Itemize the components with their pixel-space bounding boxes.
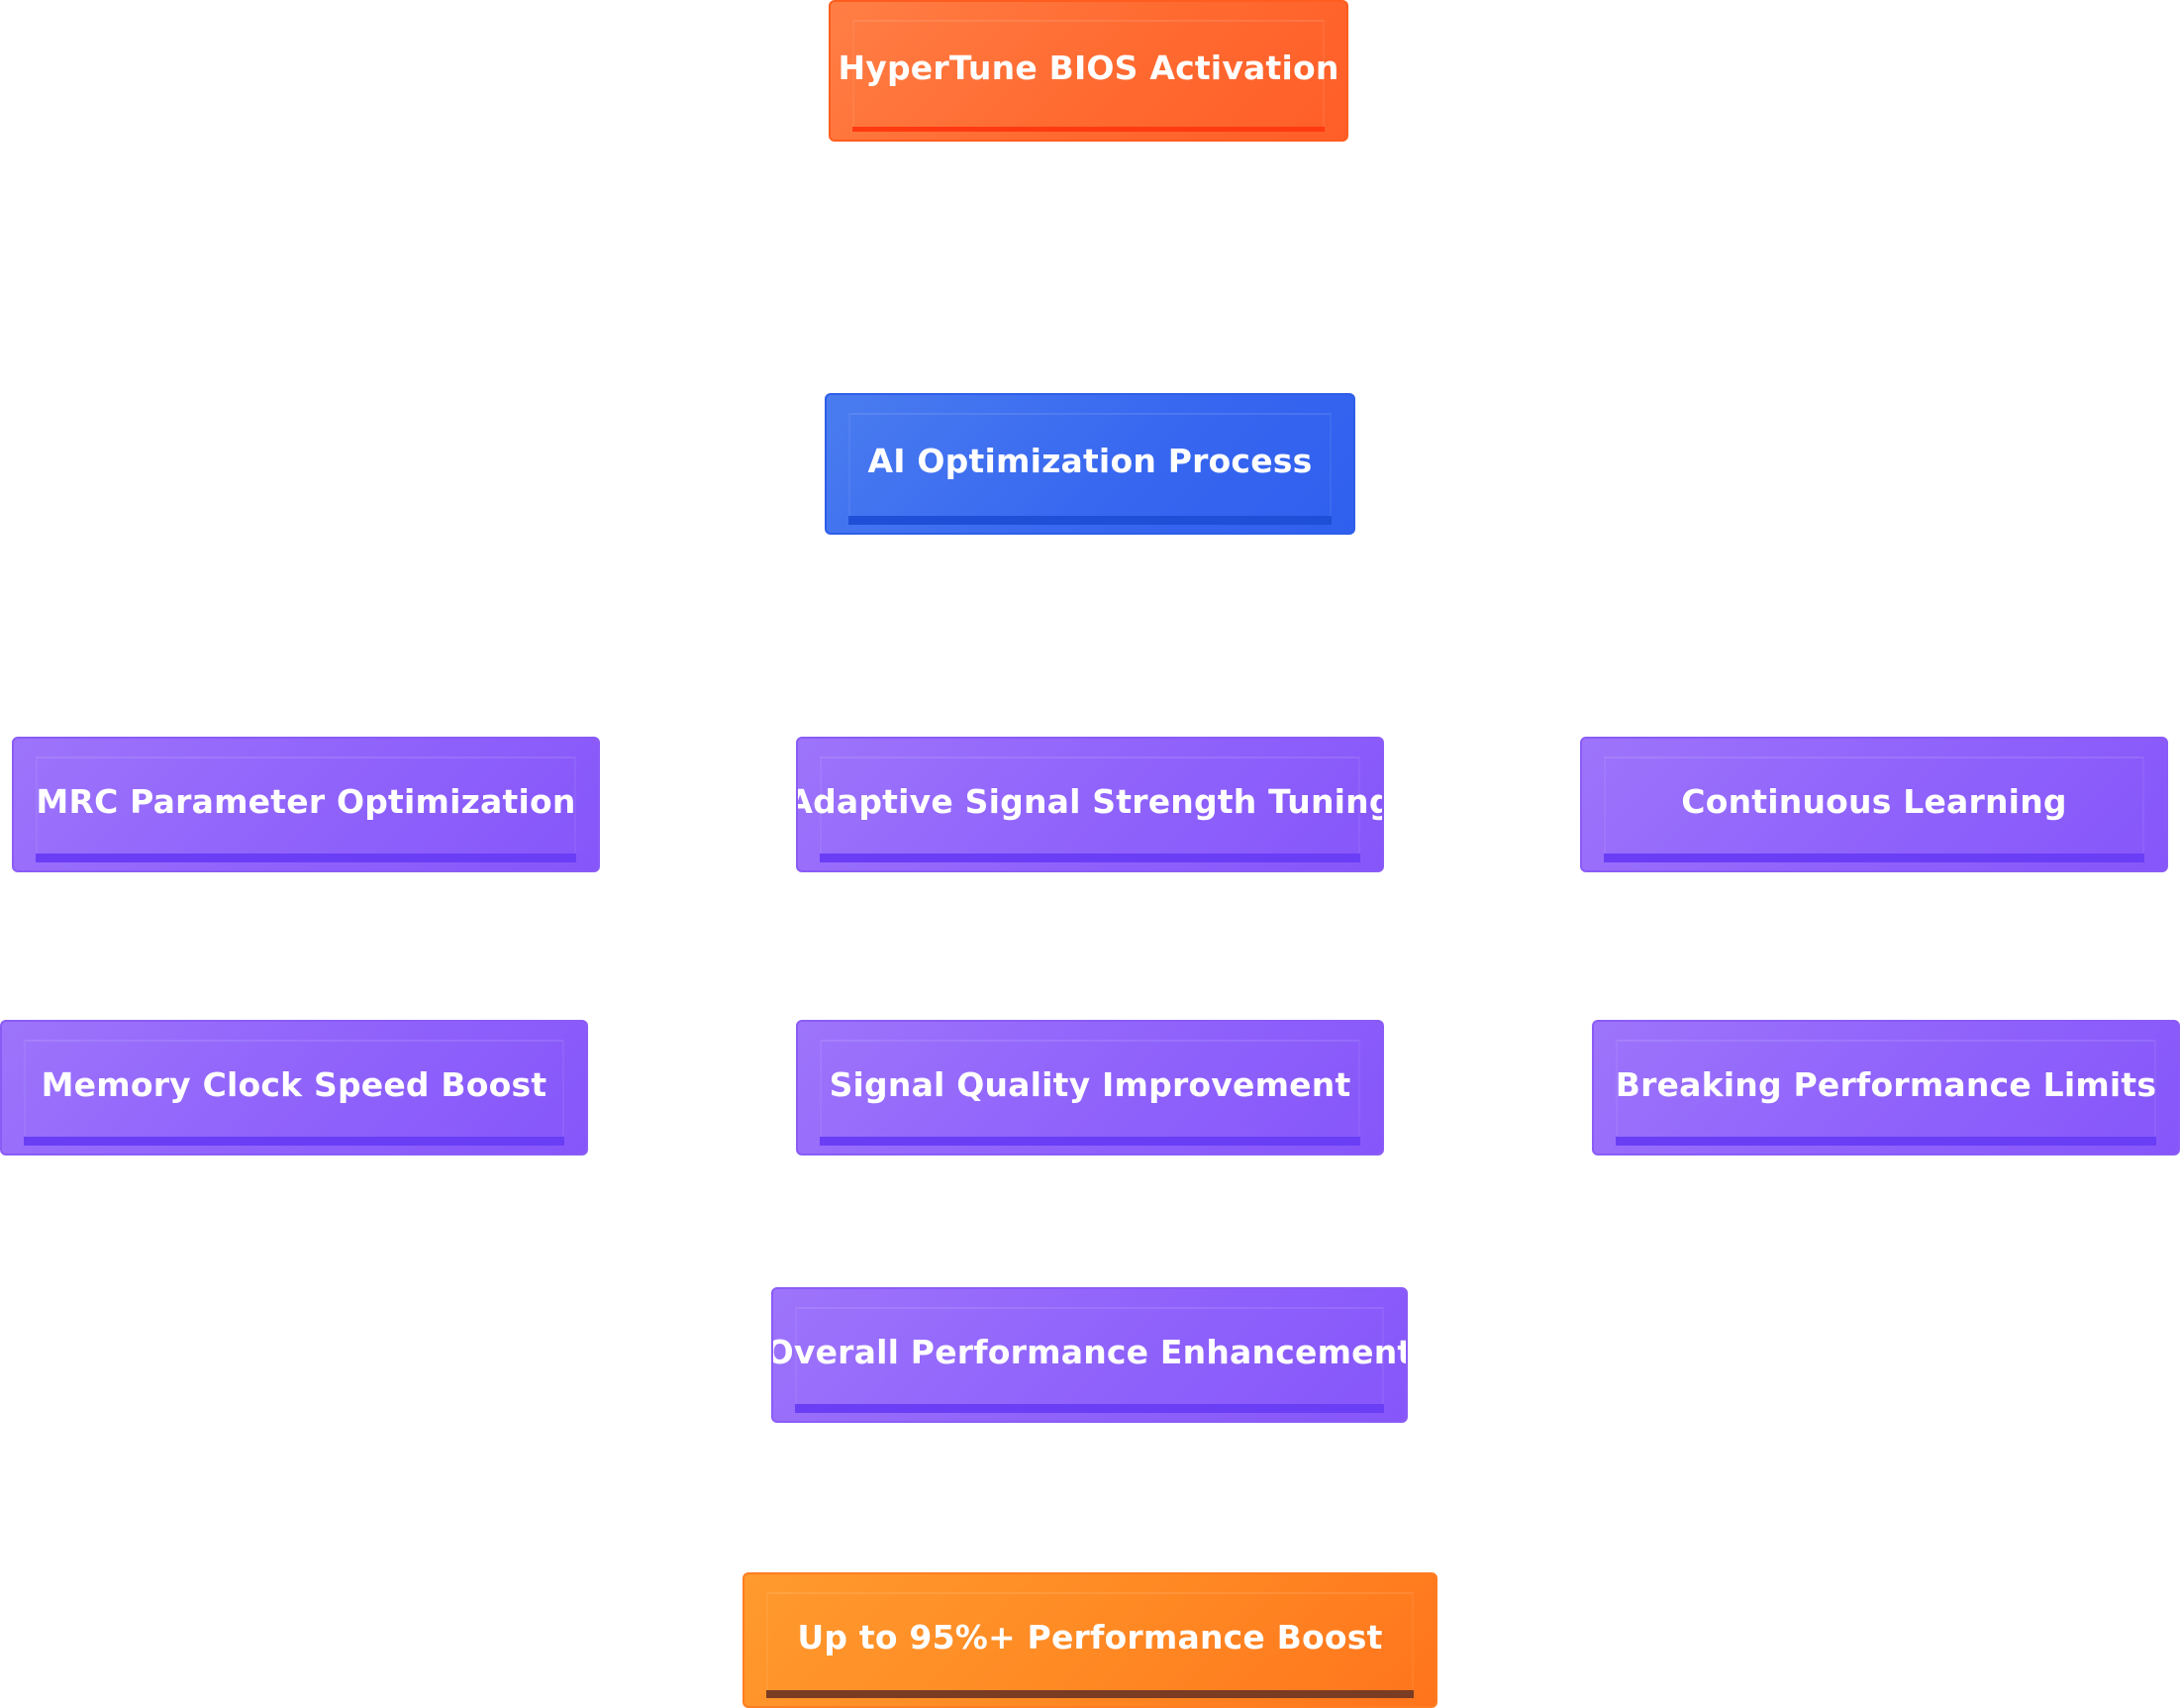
node-label: HyperTune BIOS Activation [838, 49, 1339, 87]
node-adaptive-signal-strength-tuning: Adaptive Signal Strength Tuning [796, 737, 1384, 872]
node-label: Adaptive Signal Strength Tuning [796, 782, 1384, 821]
node-overall-performance-enhancement: Overall Performance Enhancement [771, 1287, 1408, 1423]
node-label: Memory Clock Speed Boost [41, 1065, 547, 1104]
node-label: Up to 95%+ Performance Boost [797, 1618, 1383, 1657]
node-hypertune-bios-activation: HyperTune BIOS Activation [829, 0, 1348, 142]
node-label: AI Optimization Process [867, 442, 1313, 480]
node-performance-boost-result: Up to 95%+ Performance Boost [743, 1572, 1437, 1708]
node-memory-clock-speed-boost: Memory Clock Speed Boost [0, 1020, 588, 1155]
node-signal-quality-improvement: Signal Quality Improvement [796, 1020, 1384, 1155]
node-continuous-learning: Continuous Learning [1580, 737, 2168, 872]
node-label: Breaking Performance Limits [1615, 1065, 2157, 1104]
node-mrc-parameter-optimization: MRC Parameter Optimization [12, 737, 600, 872]
node-label: Signal Quality Improvement [829, 1065, 1351, 1104]
node-ai-optimization-process: AI Optimization Process [825, 393, 1355, 535]
node-label: Overall Performance Enhancement [771, 1333, 1408, 1371]
node-label: Continuous Learning [1681, 782, 2067, 821]
node-breaking-performance-limits: Breaking Performance Limits [1592, 1020, 2180, 1155]
node-label: MRC Parameter Optimization [36, 782, 576, 821]
